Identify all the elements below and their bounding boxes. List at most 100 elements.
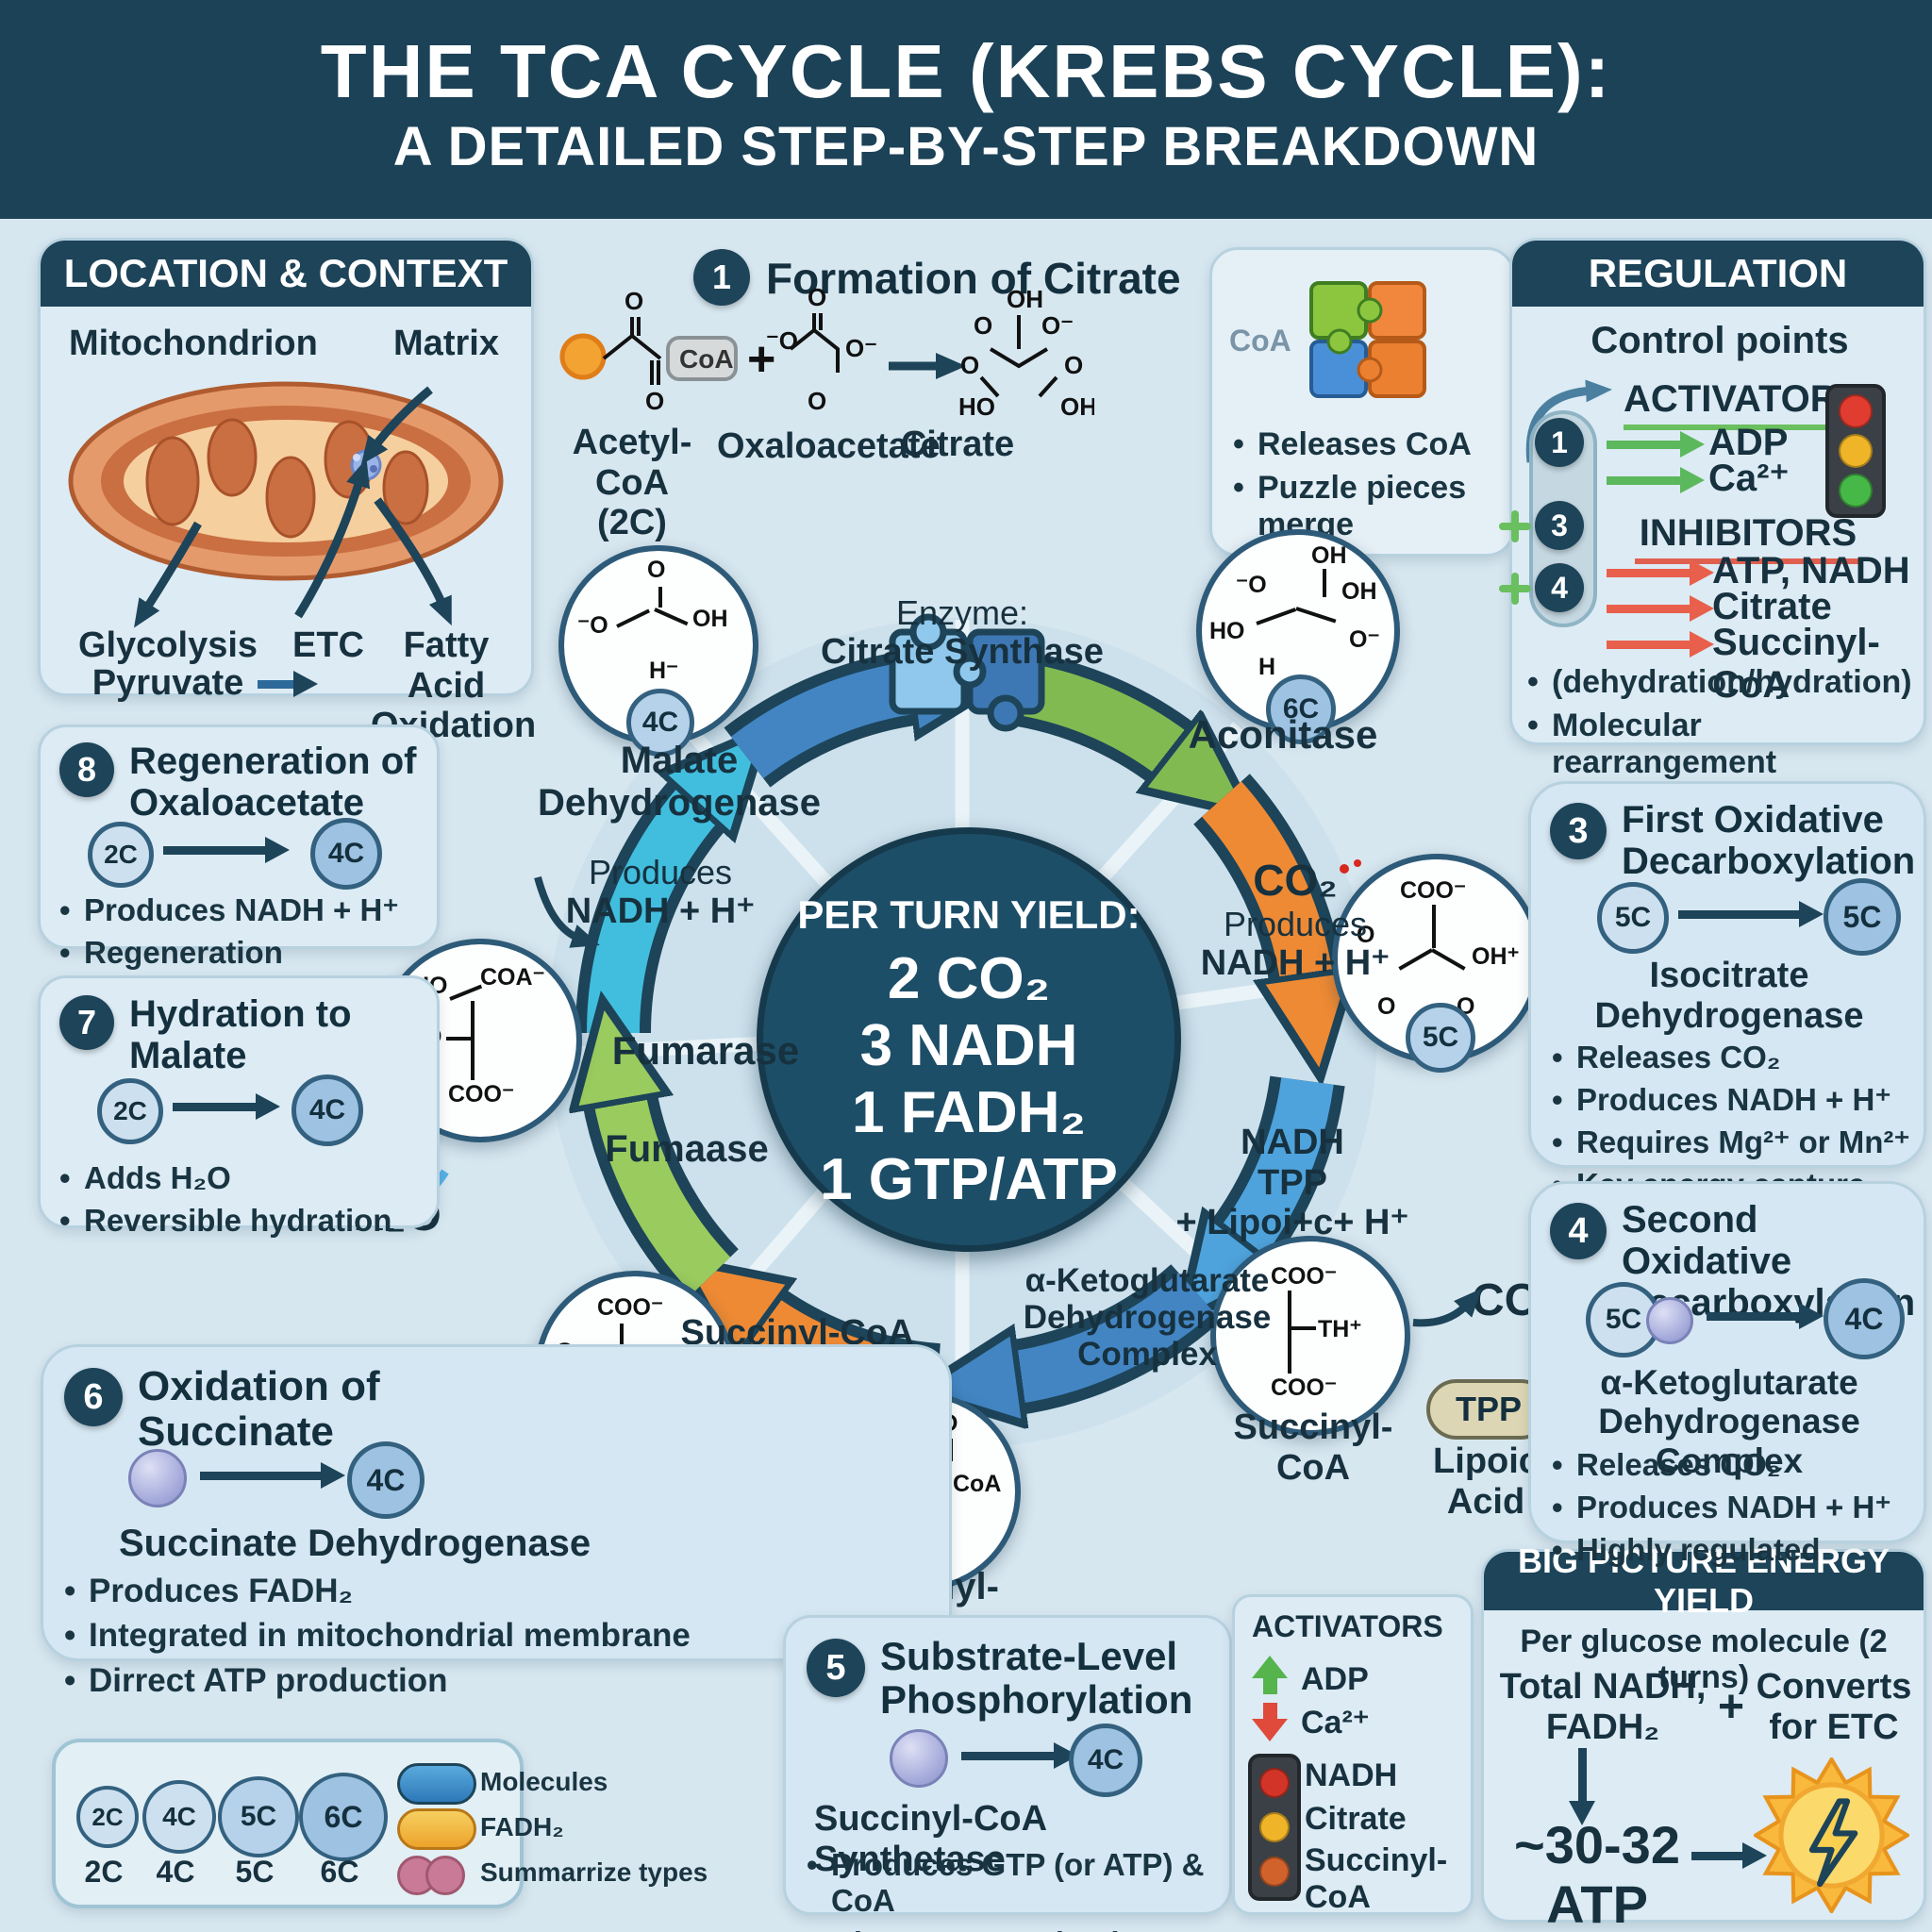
inhibitor-atp-nadh: ATP, NADH <box>1712 550 1910 591</box>
badge-4c: 4C <box>626 689 694 757</box>
energy-plus: + <box>1717 1682 1745 1732</box>
step1-reaction: O O CoA + ⁻O O O⁻ O OH O O⁻ O O HO OH <box>559 283 1094 421</box>
step6-title: Oxidation of Succinate <box>138 1363 515 1456</box>
step3-title-line1: First Oxidative <box>1622 799 1884 841</box>
bond-line <box>1323 569 1326 597</box>
atom-label: HO <box>1209 618 1245 644</box>
step5-title: Substrate-Level Phosphorylation <box>880 1634 1220 1723</box>
lipoi-line: + Lipoi+c+ H⁺ <box>1175 1203 1409 1243</box>
energy-result-line2: ATP <box>1546 1874 1648 1932</box>
atom-label: O <box>960 351 979 379</box>
page-header: THE TCA CYCLE (KREBS CYCLE): A DETAILED … <box>0 0 1932 219</box>
control-point-3: 3 <box>1535 501 1584 550</box>
step3-title: First Oxidative Decarboxylation <box>1622 799 1916 882</box>
acetyl-carbons: (2C) <box>597 503 667 543</box>
step3-enzyme-line1: Isocitrate <box>1649 956 1809 995</box>
step7-box: 7 Hydration to Malate 2C 4C Adds H₂O Rev… <box>38 975 440 1239</box>
lipoic-acid-label: Lipoic Acid <box>1415 1441 1557 1522</box>
puzzle-bullet: Puzzle pieces merge <box>1227 470 1497 543</box>
legend-box: 2C 4C 5C 6C 2C 4C 5C 6C Molecules FADH₂ … <box>52 1739 708 1908</box>
glycolysis-label: Glycolysis <box>77 625 258 665</box>
legend-caption-2c: 2C <box>84 1855 124 1889</box>
step3-arrow <box>1678 901 1824 927</box>
step7-bullets: Adds H₂O Reversible hydration <box>54 1154 431 1245</box>
inhibitors-title: INHIBITORS <box>1635 512 1861 564</box>
energy-right: Converts for ETC <box>1754 1667 1914 1747</box>
legend-summary: Summarrize types <box>480 1857 708 1887</box>
oxaloacetate-label: Oxaloacetate <box>717 426 941 466</box>
down-arrow-icon <box>1252 1703 1288 1741</box>
energy-subtitle: Per glucose molecule (2 turns) <box>1520 1624 1888 1696</box>
acetyl-label: Acetyl-CoA (2C) <box>538 423 726 543</box>
step7-to-badge: 4C <box>291 1074 363 1146</box>
regulation-box: REGULATION Control points 1 3 4 ACTIVATO… <box>1499 238 1926 780</box>
atom-label: OH <box>1311 542 1347 569</box>
atom-label: OH <box>1060 392 1094 421</box>
regulation-note: (dehydration/hydration) <box>1522 664 1918 701</box>
atom-label: OH⁺ <box>1472 943 1520 970</box>
step4-sphere <box>1646 1297 1693 1344</box>
etc-label: ETC <box>292 625 364 665</box>
bond-line <box>1288 1291 1291 1374</box>
activators-title: ACTIVATORS <box>1624 378 1862 430</box>
step8-from-badge: 2C <box>88 822 154 888</box>
step7-title-line2: Malate <box>129 1035 247 1076</box>
pyruvate-text: Pyruvate <box>92 663 244 703</box>
traffic-light-icon <box>1248 1754 1301 1901</box>
step4-bullet: Highly regulated <box>1546 1532 1914 1568</box>
atom-label: O <box>974 311 992 340</box>
step5-arrow <box>961 1742 1078 1769</box>
citrate-label: Citrate <box>900 425 1015 464</box>
step8-title: Regeneration of Oxaloacetate <box>129 741 431 824</box>
step6-number: 6 <box>64 1368 123 1426</box>
step5-title-line2: Phosphorylation <box>880 1677 1193 1723</box>
step6-bullet: Dirrect ATP production <box>58 1662 926 1701</box>
step7-title: Hydration to Malate <box>129 993 431 1076</box>
step6-bullet: Produces FADH₂ <box>58 1573 926 1611</box>
inhibitor-arrow-icon <box>1607 631 1714 658</box>
energy-right-line1: Converts <box>1756 1667 1912 1707</box>
mitochondrion-illustration <box>68 381 504 628</box>
energy-left-line1: Total NADH, <box>1499 1667 1707 1707</box>
nadh-tpp-label: NADH TPP + Lipoi+c+ H⁺ <box>1174 1123 1410 1243</box>
step3-bullet: Produces NADH + H⁺ <box>1546 1082 1914 1118</box>
activators-panel-title: ACTIVATORS <box>1252 1609 1443 1643</box>
legend-fadh2: FADH₂ <box>480 1812 564 1841</box>
citrate-synthase-label: Enzyme: Citrate Synthase <box>792 593 1132 673</box>
atom-label: ⁻O <box>1236 572 1267 598</box>
step6-arrow <box>200 1462 345 1489</box>
enzyme-prefix: Enzyme: <box>895 593 1029 632</box>
regulation-header: REGULATION <box>1512 241 1924 307</box>
step4-enzyme-line1: α-Ketoglutarate <box>1600 1363 1858 1402</box>
produces-nadh-label: Produces NADH + H⁺ <box>524 853 797 932</box>
bond-line <box>1432 905 1436 948</box>
akg-line1: α-Ketoglutarate <box>1024 1262 1270 1299</box>
page-subtitle: A DETAILED STEP-BY-STEP BREAKDOWN <box>392 116 1540 177</box>
tpp-line: TPP <box>1257 1162 1327 1203</box>
step8-bullet: Regeneration <box>54 935 431 971</box>
yield-line: 1 GTP/ATP <box>820 1147 1118 1212</box>
activators-panel: ACTIVATORS ADP Ca²⁺ NADH Citrate Succiny… <box>1232 1594 1474 1915</box>
atom-label: O <box>808 387 826 415</box>
step5-to-badge: 4C <box>1069 1724 1142 1797</box>
node-citrate: OH ⁻O OH HO O⁻ H 6C <box>1196 529 1400 744</box>
matrix-label: Matrix <box>393 324 499 363</box>
step3-title-line2: Decarboxylation <box>1622 841 1916 882</box>
atom-label: H⁻ <box>649 658 679 684</box>
activator-adp: ADP <box>1708 422 1789 463</box>
node-alphaketoglutarate: COO⁻ TH⁺ COO⁻ <box>1210 1236 1410 1436</box>
plus-sign: + <box>747 332 775 387</box>
bond-line <box>616 608 651 628</box>
atom-label: H <box>1258 654 1276 680</box>
step8-bullets: Produces NADH + H⁺ Regeneration <box>54 886 431 977</box>
step4-number: 4 <box>1550 1203 1607 1259</box>
activators-adp: ADP <box>1301 1661 1369 1697</box>
atom-label: HO <box>958 392 995 421</box>
step7-title-line1: Hydration to <box>129 993 352 1035</box>
puzzle-box: CoA Releases CoA Puzzle pieces merge <box>1209 247 1515 557</box>
atom-label: COO⁻ <box>1271 1374 1338 1401</box>
step4-bullet: Produces NADH + H⁺ <box>1546 1490 1914 1525</box>
legend-badge-4c: 4C <box>142 1780 216 1854</box>
atom-label: COO⁻ <box>448 1081 515 1108</box>
